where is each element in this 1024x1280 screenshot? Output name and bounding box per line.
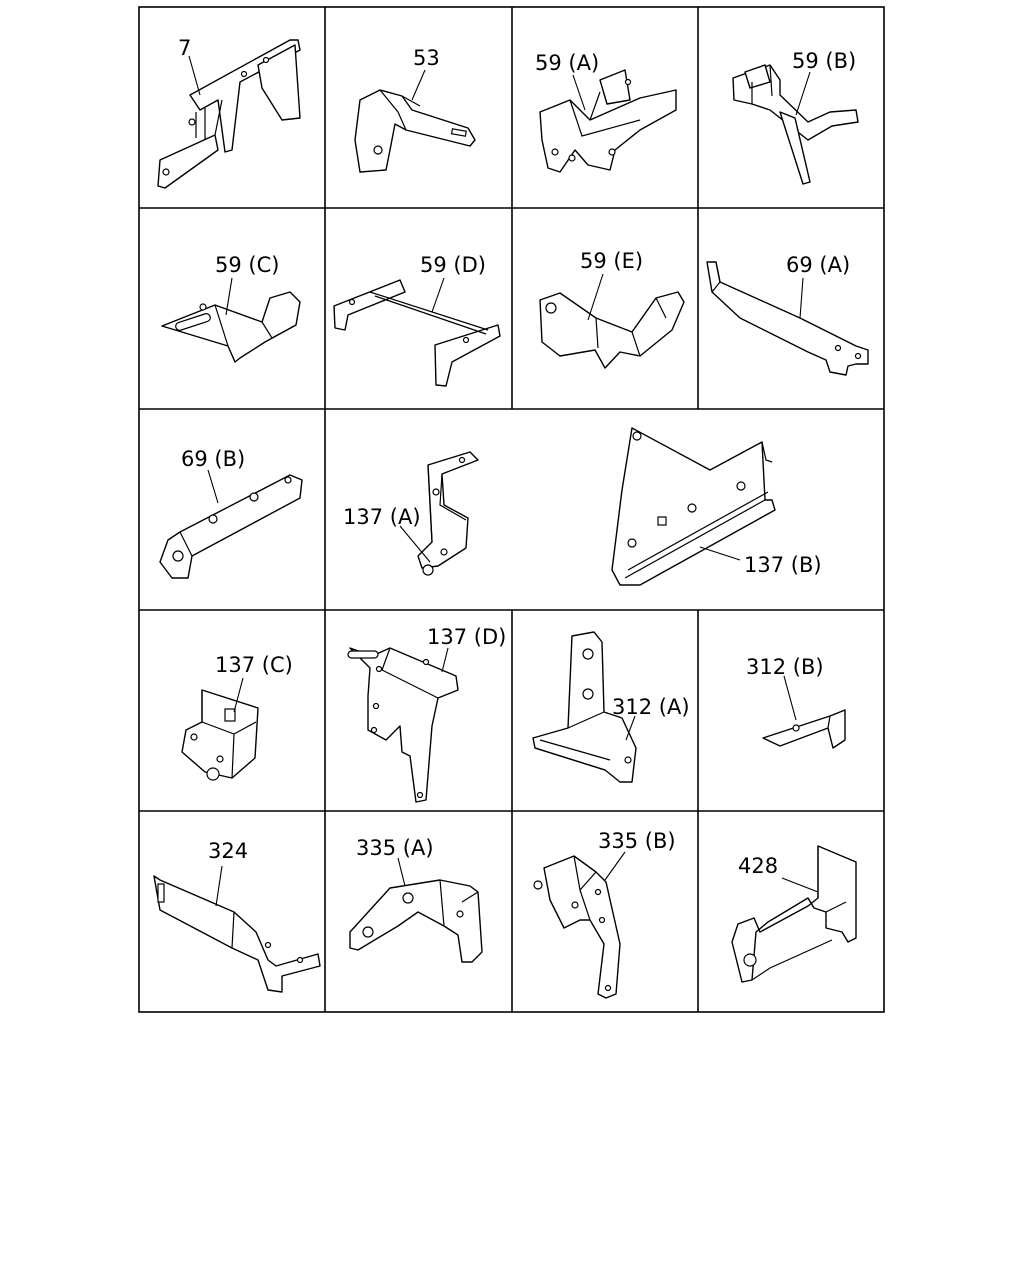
label-335a: 335 (A) <box>356 836 434 860</box>
label-53: 53 <box>413 46 440 70</box>
part-7: 7 <box>157 36 301 189</box>
label-59d: 59 (D) <box>420 253 486 277</box>
part-335b: 335 (B) <box>533 829 676 999</box>
label-137c: 137 (C) <box>215 653 293 677</box>
label-59e: 59 (E) <box>580 249 643 273</box>
label-335b: 335 (B) <box>598 829 676 853</box>
label-59c: 59 (C) <box>215 253 279 277</box>
label-7: 7 <box>178 36 191 60</box>
part-428: 428 <box>731 845 857 983</box>
label-428: 428 <box>738 854 778 878</box>
part-137d: 137 (D) <box>347 625 506 803</box>
label-137d: 137 (D) <box>427 625 506 649</box>
grid-frame <box>138 6 885 1013</box>
label-69b: 69 (B) <box>181 447 245 471</box>
part-324: 324 <box>153 839 321 993</box>
label-59b: 59 (B) <box>792 49 856 73</box>
label-59a: 59 (A) <box>535 51 599 75</box>
part-137c: 137 (C) <box>181 653 293 781</box>
part-59a: 59 (A) <box>535 51 677 173</box>
part-312a: 312 (A) <box>532 631 690 783</box>
part-59b: 59 (B) <box>732 49 859 185</box>
part-59c: 59 (C) <box>161 253 301 363</box>
part-312b: 312 (B) <box>746 655 846 749</box>
part-335a: 335 (A) <box>349 836 483 963</box>
part-53: 53 <box>354 46 476 173</box>
part-137b: 137 (B) <box>611 427 822 586</box>
part-69b: 69 (B) <box>159 447 303 579</box>
part-59d: 59 (D) <box>333 253 501 387</box>
part-59e: 59 (E) <box>539 249 685 369</box>
label-312b: 312 (B) <box>746 655 824 679</box>
part-137a: 137 (A) <box>343 451 479 576</box>
label-312a: 312 (A) <box>612 695 690 719</box>
label-69a: 69 (A) <box>786 253 850 277</box>
label-137b: 137 (B) <box>744 553 822 577</box>
label-137a: 137 (A) <box>343 505 421 529</box>
label-324: 324 <box>208 839 248 863</box>
part-69a: 69 (A) <box>706 253 869 376</box>
